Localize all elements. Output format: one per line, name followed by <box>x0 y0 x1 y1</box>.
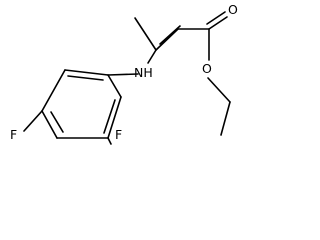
carbonyl-oxygen-label: O <box>228 2 238 17</box>
ring-bond-3 <box>107 96 122 139</box>
ortho-fluorine-label: F <box>115 127 122 142</box>
ring-bond-5-inner <box>50 111 64 133</box>
ether-to-ethyl-bond <box>207 77 231 103</box>
ring-bond-5 <box>41 110 58 139</box>
carbonyl-double-bond <box>208 16 228 30</box>
ring-bond-1 <box>64 69 109 76</box>
ethyl-bond <box>220 101 231 136</box>
ring-bond-6 <box>41 69 66 112</box>
para-fluorine-bond <box>23 110 43 132</box>
methyl-bond <box>134 17 157 51</box>
ortho-fluorine-bond <box>107 137 112 145</box>
vinyl-double-bond-inner <box>159 25 181 45</box>
ring-to-amine-bond <box>107 73 139 76</box>
para-fluorine-label: F <box>10 127 17 142</box>
molecule-structure: NH O O F F <box>10 2 238 145</box>
ring-bond-1-inner <box>67 75 104 81</box>
amine-to-vinyl-bond <box>147 49 157 64</box>
atom-labels: NH O O F F <box>10 2 238 142</box>
bonds <box>23 11 231 145</box>
carbonyl-double-bond-inner <box>206 11 226 25</box>
ring-bond-3-inner <box>103 99 116 134</box>
amine-label: NH <box>134 65 153 80</box>
ring-bond-2 <box>107 74 122 98</box>
ether-oxygen-label: O <box>202 61 212 76</box>
vinyl-double-bond <box>155 28 179 51</box>
